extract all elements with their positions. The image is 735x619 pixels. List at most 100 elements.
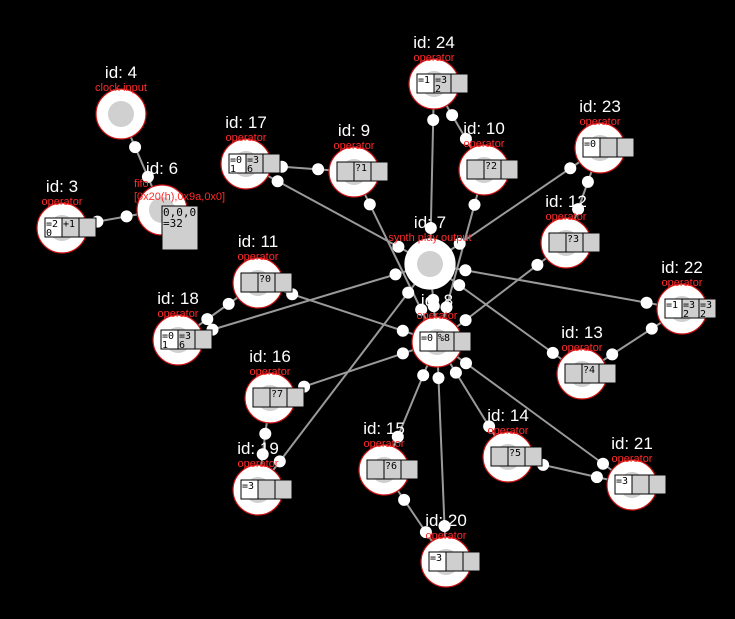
- edge-port-dot: [271, 175, 284, 188]
- operator-register-cell: [462, 551, 481, 572]
- node-id-label: id: 21: [611, 434, 653, 453]
- edge-port-dot: [396, 347, 409, 360]
- edge-port-dot: [581, 175, 594, 188]
- node-id-label: id: 18: [157, 289, 199, 308]
- node-id-label: id: 19: [237, 439, 279, 458]
- register-value: =3: [616, 476, 628, 487]
- register-value: =0: [230, 155, 242, 166]
- node-type-label: operator: [42, 196, 83, 208]
- edge-port-dot: [419, 526, 432, 539]
- edge-port-dot: [396, 324, 409, 337]
- register-value: =3: [683, 300, 695, 311]
- node-core-circle: [417, 251, 443, 277]
- node-type-label: operator: [562, 342, 603, 354]
- edge-port-dot: [459, 132, 472, 145]
- node-type-label: operator: [238, 251, 279, 263]
- operator-register-cell: [631, 474, 650, 495]
- edge-port-dot: [259, 427, 272, 440]
- node-type-label: operator: [238, 458, 279, 470]
- node-type-label: operator: [662, 277, 703, 289]
- register-value: ?1: [355, 163, 367, 174]
- edge-port-dot: [459, 264, 472, 277]
- edge-port-dot: [640, 296, 653, 309]
- node-id-label: id: 10: [463, 119, 505, 138]
- edge-port-dot: [546, 346, 559, 359]
- operator-register-cell: [500, 159, 519, 180]
- edge-port-dot: [564, 162, 577, 175]
- edge-port-dot: [391, 430, 404, 443]
- node-type-label: operator: [546, 211, 587, 223]
- register-value: 6: [247, 164, 253, 175]
- node-type-label: operator: [464, 138, 505, 150]
- operator-register-cell: [698, 298, 717, 319]
- register-value: =2: [46, 219, 58, 230]
- edge-port-dot: [460, 357, 472, 370]
- edge-n19-n7: [257, 263, 431, 491]
- register-value: +1: [63, 219, 75, 230]
- register-value: 6: [179, 340, 185, 351]
- edge-port-dot: [363, 198, 376, 211]
- edge-port-dot: [402, 286, 415, 299]
- node-id-label: id: 12: [545, 192, 587, 211]
- node-type-label: operator: [334, 140, 375, 152]
- register-value: 1: [230, 164, 236, 175]
- operator-register-cell: [548, 232, 567, 253]
- edge-port-dot: [201, 313, 214, 326]
- node-type-label: operator: [488, 425, 529, 437]
- node-core-circle: [108, 101, 134, 127]
- edge-port-dot: [312, 163, 325, 176]
- operator-register-cell: [370, 161, 389, 182]
- register-value: ?7: [271, 389, 283, 400]
- edge-port-dot: [432, 372, 445, 384]
- register-value: %8: [438, 333, 450, 344]
- edge-port-dot: [392, 240, 405, 253]
- edge-n18-n7: [177, 263, 431, 341]
- edge-port-dot: [222, 297, 235, 310]
- fifo-buffer-line: =32: [163, 217, 183, 230]
- register-value: ?2: [485, 161, 497, 172]
- edge-port-dot: [606, 348, 619, 361]
- operator-register-cell: [466, 159, 485, 180]
- register-value: =3: [179, 331, 191, 342]
- register-value: 2: [435, 84, 441, 95]
- node-type-label: operator: [426, 530, 467, 542]
- operator-register-cell: [564, 363, 583, 384]
- node-id-label: id: 7: [414, 213, 446, 232]
- operator-register-cell: [194, 329, 213, 350]
- operator-register-cell: [286, 387, 305, 408]
- operator-register-cell: [598, 363, 617, 384]
- node-type-label: fifo: [134, 178, 149, 190]
- node-type-label: operator: [250, 366, 291, 378]
- node-id-label: id: 16: [249, 347, 291, 366]
- node-type-label: clock input: [95, 82, 147, 94]
- operator-register-cell: [257, 479, 276, 500]
- node-id-label: id: 9: [338, 121, 370, 140]
- register-value: =1: [418, 75, 430, 86]
- operator-register-cell: [648, 474, 667, 495]
- node-extra-label: [0x20(h),0x9a,0x0]: [134, 191, 225, 203]
- node-id-label: id: 3: [46, 177, 78, 196]
- node-id-label: id: 8: [421, 291, 453, 310]
